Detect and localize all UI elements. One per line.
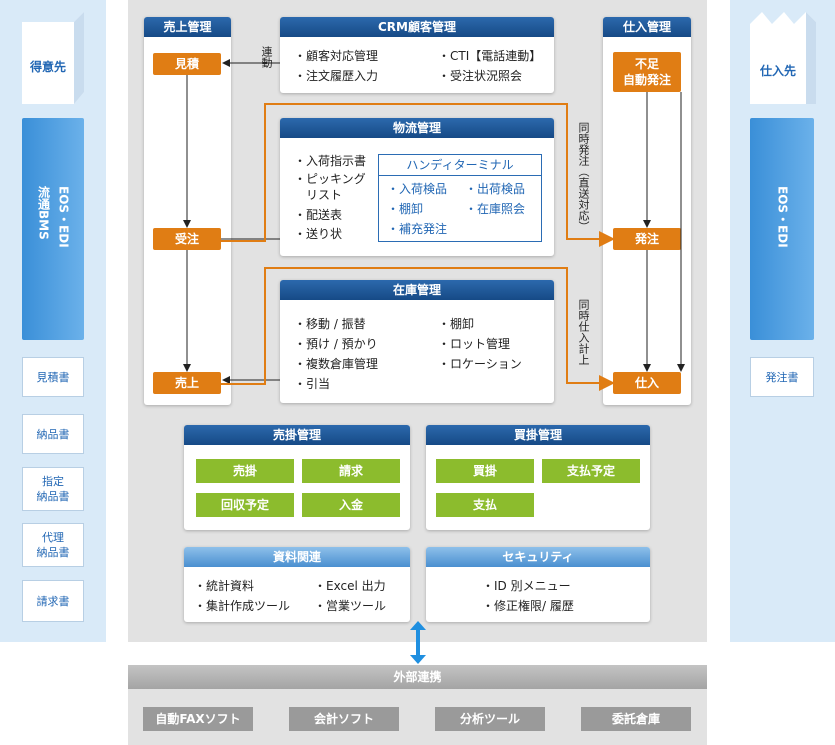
handy-terminal-box: ハンディターミナル ・入荷検品 ・棚卸 ・補充発注 ・出荷検品 ・在庫照会 xyxy=(378,154,542,242)
reports-panel: 資料関連 ・統計資料 ・集計作成ツール ・Excel 出力 ・営業ツール xyxy=(184,547,410,622)
logistics-flow-label-text: 同時発注（直送対応） xyxy=(577,122,590,232)
purchase-step-auto-order: 不足 自動発注 xyxy=(613,52,681,92)
doc-label: 納品書 xyxy=(36,427,70,441)
logistics-title: 物流管理 xyxy=(280,118,554,138)
doc-label: 見積書 xyxy=(36,370,70,384)
doc-label: 発注書 xyxy=(765,370,799,384)
supplier-building xyxy=(750,12,816,104)
customer-building-icon xyxy=(22,12,84,104)
inventory-flow-label: 同時仕入計上 xyxy=(577,299,591,368)
sales-step-sale: 売上 xyxy=(153,372,221,394)
logistics-item-picking: ・ピッキング リスト xyxy=(294,172,366,202)
receivable-btn-collection-plan: 回収予定 xyxy=(196,493,294,517)
crm-item-customer-support: ・顧客対応管理 xyxy=(294,49,379,63)
external-tool-warehouse: 委託倉庫 xyxy=(581,707,691,731)
purchase-step-purchase: 仕入 xyxy=(613,372,681,394)
logistics-item-delivery-sheet: ・配送表 xyxy=(294,208,343,222)
customer-label: 得意先 xyxy=(29,60,66,74)
security-panel: セキュリティ ・ID 別メニュー ・修正権限/ 履歴 xyxy=(426,547,650,622)
receivable-title: 売掛管理 xyxy=(184,425,410,445)
customer-channel-bar xyxy=(22,118,84,340)
crm-item-order-history: ・注文履歴入力 xyxy=(294,69,379,83)
external-tool-analysis: 分析ツール xyxy=(435,707,545,731)
customer-channel-bms-text: 流通BMS xyxy=(36,186,51,240)
customer-doc-invoice: 請求書 xyxy=(22,580,84,622)
inventory-item-transfer: ・移動 / 振替 xyxy=(294,317,366,331)
inventory-item-deposit: ・預け / 預かり xyxy=(294,337,378,351)
supplier-label: 仕入先 xyxy=(759,64,796,78)
reports-item-sales-tool: ・営業ツール xyxy=(314,599,387,613)
inventory-item-multi-warehouse: ・複数倉庫管理 xyxy=(294,357,379,371)
supplier-doc-order: 発注書 xyxy=(750,357,814,397)
purchase-step-order: 発注 xyxy=(613,228,681,250)
logistics-item-arrival: ・入荷指示書 xyxy=(294,154,367,168)
supplier-channel-text: EOS・EDI xyxy=(775,186,790,248)
reports-title: 資料関連 xyxy=(184,547,410,567)
purchase-title: 仕入管理 xyxy=(603,17,691,37)
inventory-item-location: ・ロケーション xyxy=(438,357,522,371)
security-item-id-menu: ・ID 別メニュー xyxy=(482,579,571,593)
inventory-item-stocktake: ・棚卸 xyxy=(438,317,475,331)
payable-btn-payment: 支払 xyxy=(436,493,534,517)
customer-doc-quote: 見積書 xyxy=(22,357,84,397)
logistics-flow-label: 同時発注（直送対応） xyxy=(577,122,591,235)
crm-link-label-text: 連動 xyxy=(260,46,273,68)
sales-title: 売上管理 xyxy=(144,17,231,37)
supplier-channel: EOS・EDI xyxy=(775,186,790,251)
sales-step-quote: 見積 xyxy=(153,53,221,75)
reports-item-aggregation-tool: ・集計作成ツール xyxy=(194,599,291,613)
external-tool-accounting: 会計ソフト xyxy=(289,707,399,731)
handy-item-replenish: ・補充発注 xyxy=(387,222,448,236)
handy-item-stock-inquiry: ・在庫照会 xyxy=(465,202,526,216)
doc-label: 代理 納品書 xyxy=(36,531,70,559)
handy-item-arrival-inspection: ・入荷検品 xyxy=(387,182,448,196)
payable-btn-payment-plan: 支払予定 xyxy=(542,459,640,483)
payable-btn-payable: 買掛 xyxy=(436,459,534,483)
inventory-title: 在庫管理 xyxy=(280,280,554,300)
payable-panel: 買掛管理 買掛 支払予定 支払 xyxy=(426,425,650,530)
logistics-item-invoice-slip: ・送り状 xyxy=(294,227,343,241)
customer-channel-bms: 流通BMS xyxy=(36,186,51,243)
receivable-btn-billing: 請求 xyxy=(302,459,400,483)
inventory-flow-label-text: 同時仕入計上 xyxy=(577,299,590,365)
payable-title: 買掛管理 xyxy=(426,425,650,445)
receivable-btn-receivable: 売掛 xyxy=(196,459,294,483)
external-link-arrow-down xyxy=(410,655,426,664)
crm-item-cti: ・CTI【電話連動】 xyxy=(438,49,542,63)
customer-channel-edi-text: EOS・EDI xyxy=(56,186,71,248)
customer-channel-edi: EOS・EDI xyxy=(56,186,71,251)
crm-title: CRM顧客管理 xyxy=(280,17,554,37)
crm-panel: CRM顧客管理 ・顧客対応管理 ・注文履歴入力 ・CTI【電話連動】 ・受注状況… xyxy=(280,17,554,93)
logistics-panel: 物流管理 ・入荷指示書 ・ピッキング リスト ・配送表 ・送り状 ハンディターミ… xyxy=(280,118,554,256)
security-title: セキュリティ xyxy=(426,547,650,567)
external-tool-auto-fax: 自動FAXソフト xyxy=(143,707,253,731)
supplier-channel-bar xyxy=(750,118,814,340)
security-item-permission-history: ・修正権限/ 履歴 xyxy=(482,599,574,613)
inventory-item-lot: ・ロット管理 xyxy=(438,337,511,351)
sales-step-order: 受注 xyxy=(153,228,221,250)
crm-item-order-status: ・受注状況照会 xyxy=(438,69,523,83)
doc-label: 指定 納品書 xyxy=(36,475,70,503)
inventory-item-allocation: ・引当 xyxy=(294,377,331,391)
receivable-btn-payment-received: 入金 xyxy=(302,493,400,517)
reports-item-statistics: ・統計資料 xyxy=(194,579,255,593)
inventory-panel: 在庫管理 ・移動 / 振替 ・預け / 預かり ・複数倉庫管理 ・引当 ・棚卸 … xyxy=(280,280,554,403)
customer-doc-designated-delivery: 指定 納品書 xyxy=(22,467,84,511)
sales-panel: 売上管理 xyxy=(144,17,231,405)
handy-terminal-title: ハンディターミナル xyxy=(379,155,541,176)
reports-item-excel: ・Excel 出力 xyxy=(314,579,386,593)
external-title: 外部連携 xyxy=(128,665,707,689)
supplier-factory-icon xyxy=(750,12,816,104)
doc-label: 請求書 xyxy=(36,594,70,608)
receivable-panel: 売掛管理 売掛 請求 回収予定 入金 xyxy=(184,425,410,530)
customer-doc-agent-delivery: 代理 納品書 xyxy=(22,523,84,567)
customer-doc-delivery: 納品書 xyxy=(22,414,84,454)
crm-link-label: 連動 xyxy=(260,46,274,71)
handy-item-inventory: ・棚卸 xyxy=(387,202,424,216)
handy-item-shipment-inspection: ・出荷検品 xyxy=(465,182,526,196)
customer-building xyxy=(22,12,84,104)
